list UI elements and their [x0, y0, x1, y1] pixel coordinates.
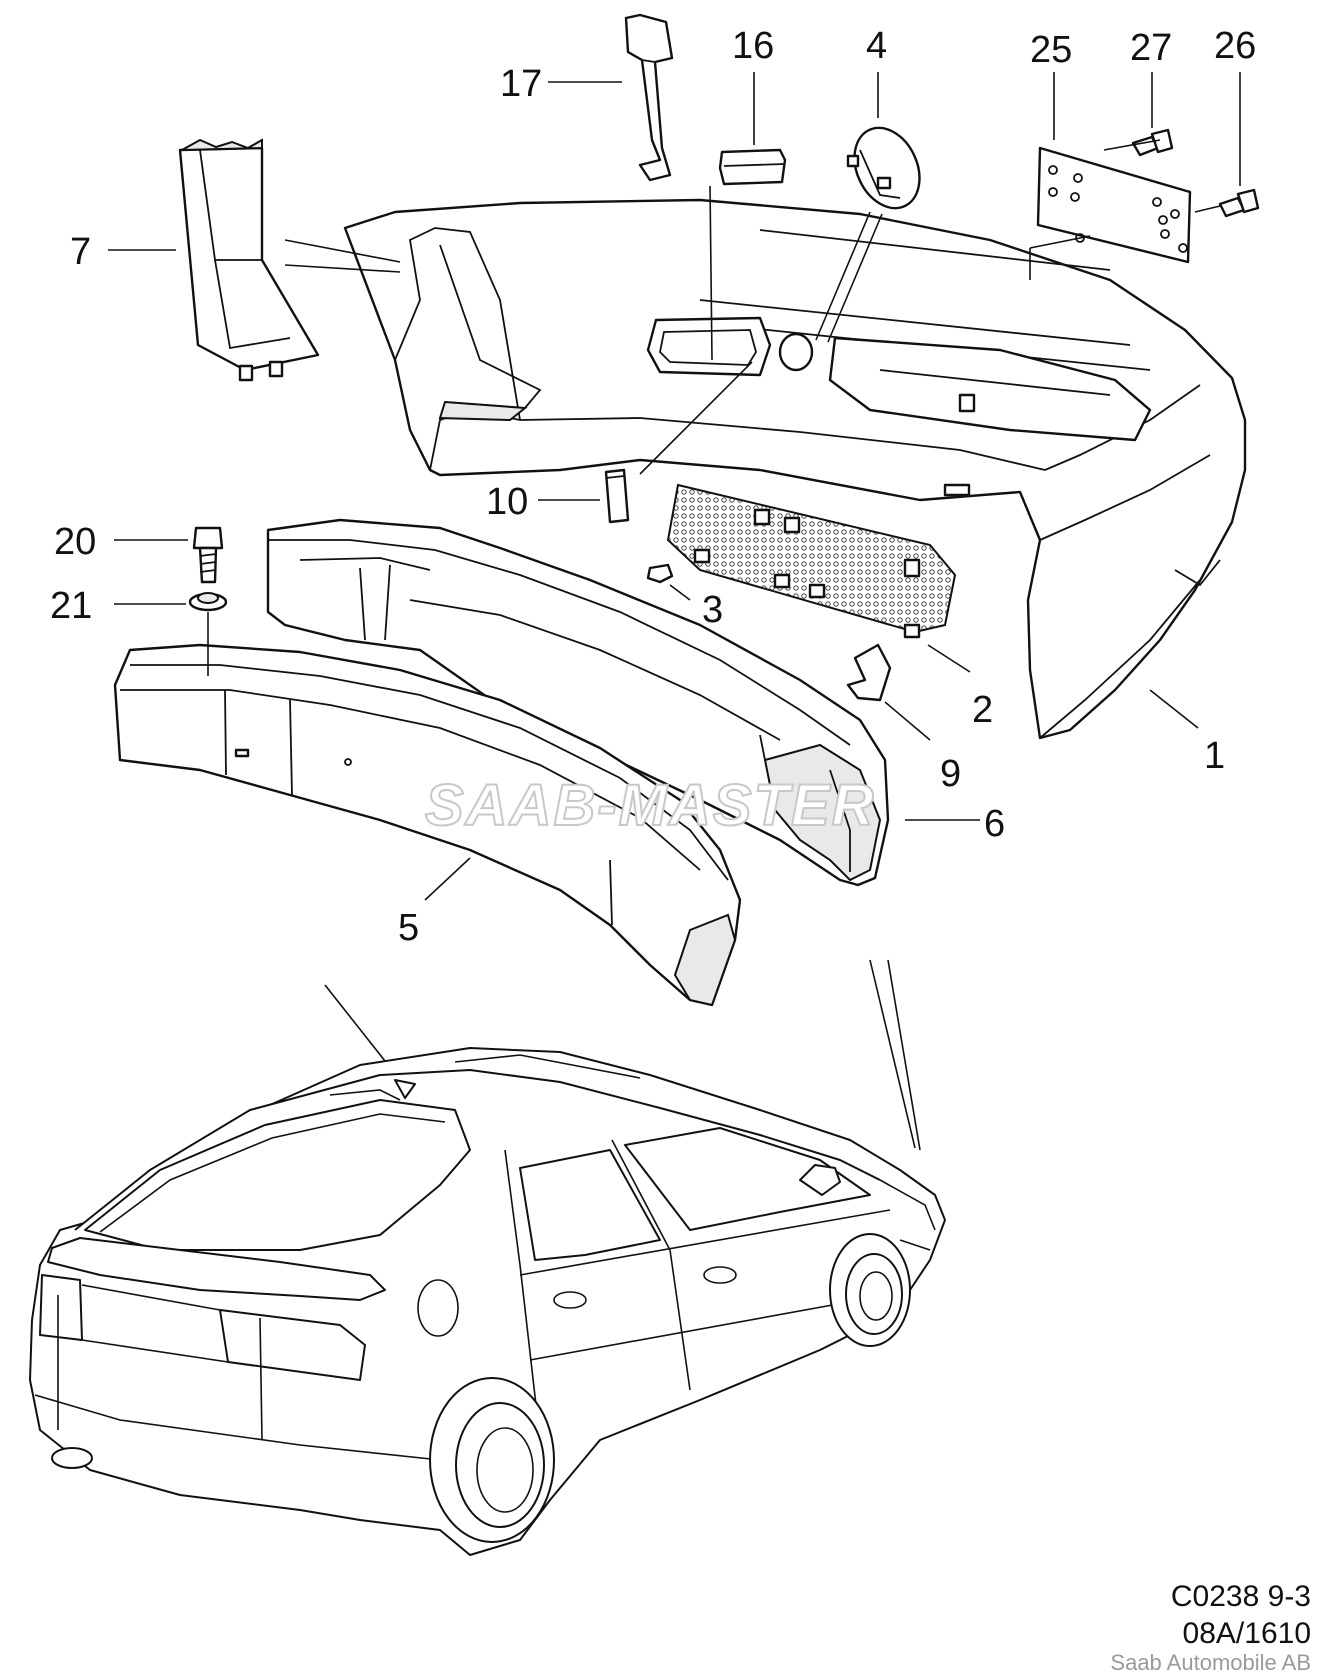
callout-20: 20: [54, 521, 96, 563]
callout-2: 2: [972, 689, 993, 731]
leader-lines: [108, 72, 1241, 1151]
callout-1: 1: [1204, 735, 1225, 777]
part-1-bumper-cover: [343, 198, 1247, 740]
copyright-credit: Saab Automobile AB: [1110, 1650, 1311, 1675]
callout-9: 9: [940, 753, 961, 795]
diagram-reference: 08A/1610: [1182, 1617, 1311, 1650]
callout-25: 25: [1030, 29, 1072, 71]
callout-17: 17: [500, 63, 542, 105]
part-20-bolt: [192, 526, 224, 584]
callout-10: 10: [486, 481, 528, 523]
callout-21: 21: [50, 585, 92, 627]
part-2-mesh-grille: [666, 483, 957, 639]
part-17-bracket: [624, 13, 674, 182]
callout-4: 4: [866, 25, 887, 67]
callout-5: 5: [398, 907, 419, 949]
part-7-side-bracket: [178, 138, 320, 382]
part-26-screw: [1218, 188, 1260, 218]
car-illustration: [29, 1047, 946, 1556]
part-4-cover-cap: [846, 126, 921, 210]
part-5-reinforcement-beam: [113, 643, 742, 1007]
callout-16: 16: [732, 25, 774, 67]
callout-numbers: 17 16 4 25 27 26 7 10 20 21 3 2 9 1 6 5: [50, 25, 1256, 949]
callout-6: 6: [984, 803, 1005, 845]
part-27-screw: [1131, 128, 1174, 157]
part-6-energy-absorber: [266, 518, 890, 887]
part-25-plate-bracket: [1036, 146, 1192, 264]
part-16-clip: [718, 148, 787, 186]
diagram-code: C0238 9-3: [1170, 1580, 1311, 1613]
callout-27: 27: [1130, 27, 1172, 69]
callout-3: 3: [702, 589, 723, 631]
watermark: SAAB-MASTER: [425, 773, 876, 838]
part-21-washer: [188, 592, 228, 612]
callout-26: 26: [1214, 25, 1256, 67]
callout-7: 7: [70, 231, 91, 273]
part-10-clip: [604, 468, 630, 524]
part-9-clip: [846, 643, 892, 702]
part-3-clip: [646, 563, 674, 584]
